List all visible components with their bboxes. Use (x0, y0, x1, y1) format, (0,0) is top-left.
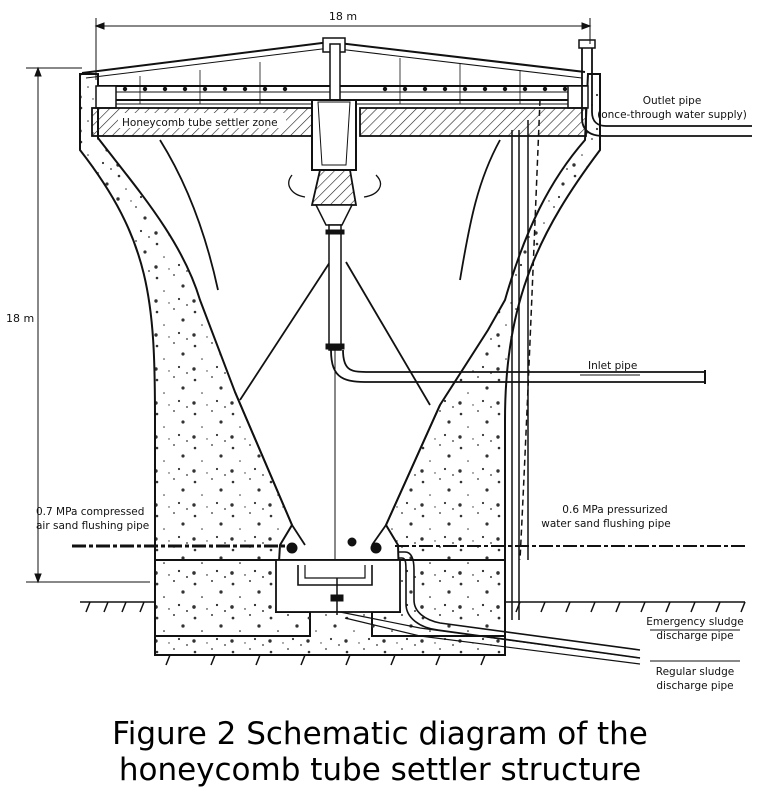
inlet-pipe-label: Inlet pipe (588, 360, 637, 372)
outlet-pipe (578, 39, 752, 137)
pressurized-water-label-1: 0.6 MPa pressurized (562, 504, 667, 516)
central-column (288, 43, 381, 351)
honeycomb-tube-zone (91, 107, 587, 137)
regular-sludge-label-1: Regular sludge (656, 666, 734, 678)
concrete-walls (79, 73, 601, 656)
honeycomb-zone-label: Honeycomb tube settler zone (122, 117, 278, 129)
label-leaders (580, 374, 740, 662)
inlet-pipe (330, 349, 706, 384)
hopper-cone (159, 139, 501, 560)
emergency-sludge-label-2: discharge pipe (656, 630, 733, 642)
figure-caption-line-1: Figure 2 Schematic diagram of the (112, 716, 648, 752)
vertical-flushing-pipes (511, 99, 541, 620)
dimension-lines (26, 18, 592, 584)
regular-sludge-label-2: discharge pipe (656, 680, 733, 692)
sand-flushing-line (72, 537, 745, 615)
emergency-sludge-label-1: Emergency sludge (646, 616, 743, 628)
compressed-air-label-2: air sand flushing pipe (36, 520, 149, 532)
ground-line (80, 601, 746, 666)
height-dimension-label: 18 m (6, 312, 34, 325)
outlet-pipe-note: (once-through water supply) (597, 109, 747, 121)
width-dimension-label: 18 m (329, 10, 357, 23)
compressed-air-label-1: 0.7 MPa compressed (36, 506, 144, 518)
figure-caption-line-2: honeycomb tube settler structure (118, 752, 642, 788)
outlet-pipe-label: Outlet pipe (643, 95, 702, 107)
pressurized-water-label-2: water sand flushing pipe (541, 518, 671, 530)
sludge-discharge-pipes (339, 551, 641, 665)
